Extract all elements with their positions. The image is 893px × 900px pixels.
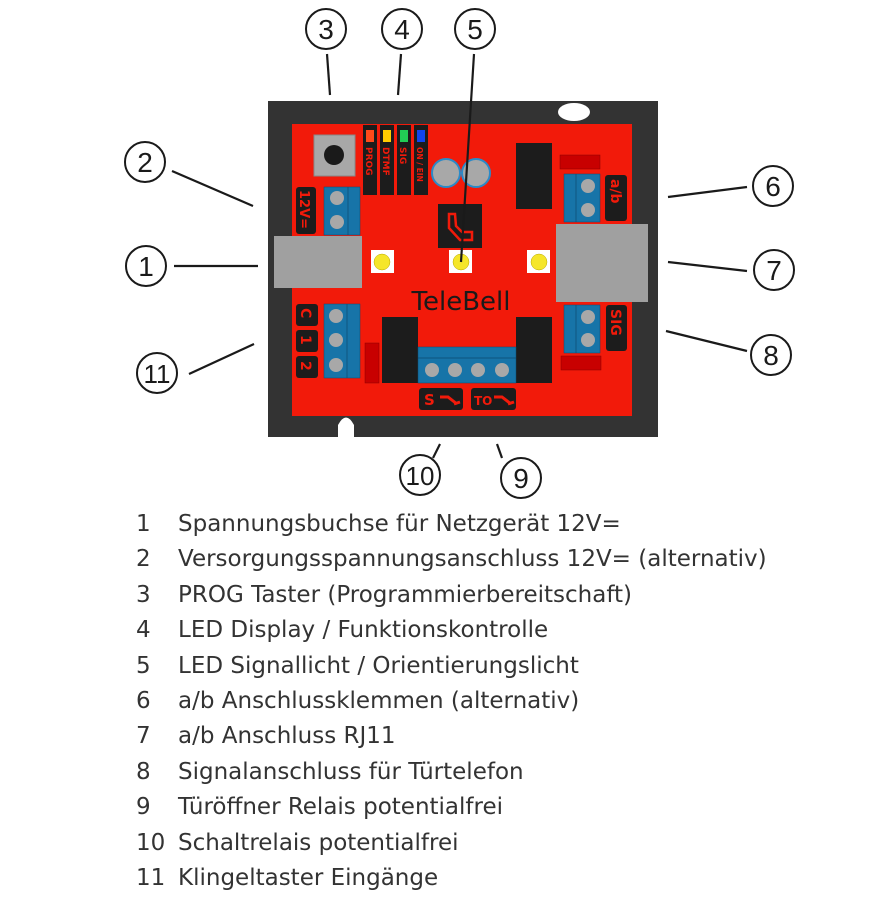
led-dtmf (383, 130, 391, 142)
led-sig (400, 130, 408, 142)
led-label-on: ON / EIN (415, 147, 424, 182)
relay-switch (382, 317, 418, 383)
label-1: 1 (297, 335, 313, 345)
ic-chip-top (516, 143, 552, 209)
screw (581, 333, 595, 347)
svg-text:1: 1 (138, 251, 154, 282)
capacitor-1 (431, 158, 461, 188)
signal-leds (371, 250, 550, 273)
led-label-dtmf: DTMF (380, 147, 390, 176)
led-left (373, 253, 391, 271)
svg-text:3: 3 (318, 14, 334, 45)
relay-label-s: S (424, 391, 435, 409)
resistor-sig (560, 355, 602, 371)
led-prog (366, 130, 374, 142)
screw (329, 358, 343, 372)
terminal-ab (563, 173, 601, 223)
callout-6: 6 (752, 165, 794, 207)
callout-10: 10 (399, 454, 441, 496)
led-display: PROG DTMF SIG ON / EIN (363, 125, 428, 195)
screw (495, 363, 509, 377)
relay-label-to: TO (474, 394, 492, 408)
mounting-hole-top (558, 103, 590, 121)
label-2: 2 (297, 361, 313, 371)
callout-3: 3 (305, 8, 347, 50)
screw (330, 191, 344, 205)
screw (581, 310, 595, 324)
screw (329, 333, 343, 347)
prog-button-knob (324, 145, 344, 165)
svg-text:11: 11 (144, 359, 171, 389)
screw (329, 309, 343, 323)
label-sig-bg (606, 305, 627, 351)
screw (330, 215, 344, 229)
callout-5: 5 (454, 8, 496, 50)
relay-label-s-bg (419, 388, 463, 410)
led-right (530, 253, 548, 271)
led-strip-sig (397, 125, 411, 195)
board-diagram: PROG DTMF SIG ON / EIN 12V= a/b TeleBell… (124, 8, 795, 499)
led-strip-dtmf (380, 125, 394, 195)
door-opener-icon (494, 395, 515, 406)
label-c: C (297, 308, 313, 318)
callout-11: 11 (136, 352, 178, 394)
led-strip-on (414, 125, 428, 195)
svg-text:9: 9 (513, 463, 529, 494)
screw (471, 363, 485, 377)
led-label-sig: SIG (397, 147, 407, 164)
svg-text:5: 5 (467, 14, 483, 45)
screw (448, 363, 462, 377)
screw (581, 203, 595, 217)
callout-7: 7 (753, 249, 795, 291)
svg-text:2: 2 (137, 147, 153, 178)
screw (425, 363, 439, 377)
label-12v: 12V= (296, 190, 311, 229)
led-on (417, 130, 425, 142)
callout-1: 1 (125, 245, 167, 287)
terminal-sig (563, 304, 601, 354)
label-sig: SIG (607, 309, 623, 336)
callout-8: 8 (750, 334, 792, 376)
handset-icon (447, 212, 474, 242)
brand-label: TeleBell (411, 287, 511, 317)
svg-text:10: 10 (406, 461, 435, 491)
svg-text:6: 6 (765, 171, 781, 202)
handset-sensor (438, 204, 482, 248)
resistor-left (364, 342, 380, 384)
screw (581, 179, 595, 193)
led-strip-prog (363, 125, 377, 195)
switch-icon (440, 395, 461, 406)
callout-2: 2 (124, 141, 166, 183)
capacitor-2 (461, 158, 491, 188)
mounting-hole-bottom (338, 417, 354, 437)
label-ab-bg (605, 175, 627, 221)
relay-door-opener (516, 317, 552, 383)
label-ab: a/b (607, 179, 623, 204)
relay-label-to-bg (471, 388, 516, 410)
leader-lines (171, 53, 748, 459)
resistor-ab (559, 154, 601, 170)
dc-power-jack (274, 236, 362, 288)
label-12v-bg (296, 187, 316, 234)
svg-text:4: 4 (394, 14, 410, 45)
svg-text:8: 8 (763, 340, 779, 371)
callout-4: 4 (381, 8, 423, 50)
svg-text:7: 7 (766, 255, 782, 286)
led-label-prog: PROG (363, 147, 373, 176)
rj11-jack (556, 224, 648, 302)
callout-9: 9 (500, 457, 542, 499)
